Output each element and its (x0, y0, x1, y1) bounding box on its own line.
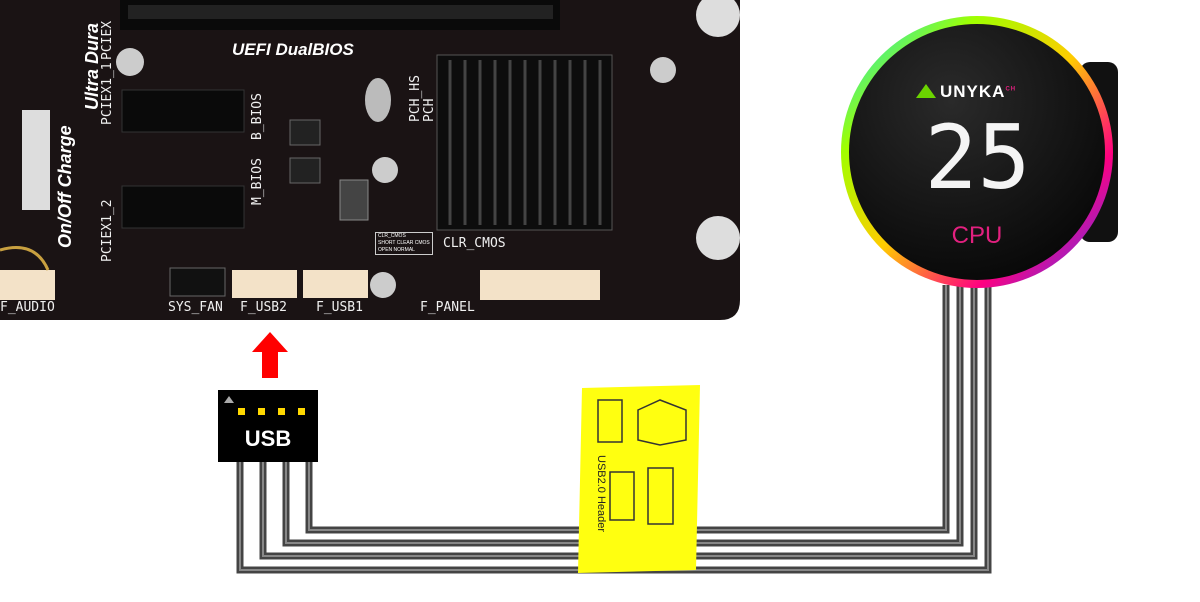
regulator (339, 179, 369, 221)
sensor-label: CPU (951, 222, 1003, 249)
audio-trace (0, 246, 50, 271)
brand-text: UEFI DualBIOS (232, 40, 354, 59)
pch-hs-label: PCH_HS (408, 75, 423, 122)
usb-header-icon (597, 399, 687, 525)
pch-label: PCH (422, 98, 437, 122)
temperature-reading: 25 (924, 106, 1031, 209)
clr-cmos-table: CLR_CMOS SHORT CLEAR CMOS OPEN NORMAL (375, 232, 433, 255)
clr-cmos-table-row: OPEN NORMAL (378, 247, 415, 253)
usb-connector (218, 390, 318, 462)
sys-fan-label: SYS_FAN (168, 300, 223, 315)
bios-chip (289, 157, 321, 184)
f-usb1-label: F_USB1 (316, 300, 363, 315)
capacitor (370, 272, 396, 298)
slot-label-pciex1-1: PCIEX1_1 (100, 62, 115, 125)
f-usb1-header (303, 270, 368, 298)
capacitor (116, 48, 144, 76)
f-usb2-header (232, 270, 297, 298)
side-text-on-off-charge: On/Off Charge (55, 125, 75, 248)
cooler-brand: UNYKACH (940, 82, 1016, 102)
clr-cmos-label: CLR_CMOS (443, 236, 506, 251)
f-audio-header (0, 270, 55, 300)
bios-chip (289, 119, 321, 146)
chipset-heatsink (436, 54, 613, 231)
f-panel-label: F_PANEL (420, 300, 475, 315)
slot-label-pciex1-2: PCIEX1_2 (100, 199, 115, 262)
barcode-sticker (22, 110, 50, 210)
pcie-x16-slot (120, 0, 560, 30)
connector-pins (238, 408, 305, 415)
b-bios-label: B_BIOS (250, 93, 265, 140)
clr-cmos-table-row: CLR_CMOS (378, 233, 406, 239)
arrow-up-icon (252, 332, 288, 378)
pin1-marker-icon (224, 396, 234, 403)
sys-fan-header (169, 267, 226, 297)
brand-logo-icon (916, 84, 936, 98)
cooler-display (849, 24, 1105, 280)
pcie-x1-slot-1 (121, 89, 245, 133)
usb-header-tag (578, 385, 700, 573)
fan-mount (696, 216, 740, 260)
f-usb2-label: F_USB2 (240, 300, 287, 315)
clr-cmos-table-row: SHORT CLEAR CMOS (378, 240, 430, 246)
usb-connector-label: USB (244, 426, 292, 451)
slot-label-pciex: PCIEX (100, 20, 115, 60)
cooler-brand-name: UNYKA (940, 82, 1006, 101)
crystal (365, 78, 391, 122)
usb-header-tag-label: USB2.0 Header (595, 455, 607, 533)
f-panel-header (480, 270, 600, 300)
fan-mount (696, 0, 740, 37)
capacitor (650, 57, 676, 83)
pcie-x1-slot-2 (121, 185, 245, 229)
capacitor (372, 157, 398, 183)
cooler-brand-suffix: CH (1005, 86, 1017, 93)
f-audio-label: F_AUDIO (0, 300, 55, 315)
m-bios-label: M_BIOS (250, 158, 265, 205)
